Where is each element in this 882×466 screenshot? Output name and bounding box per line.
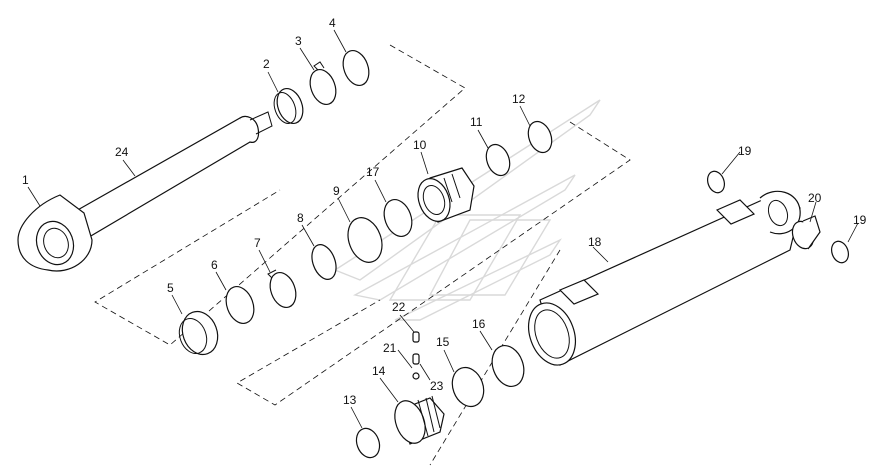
snap-ring [309, 61, 337, 106]
callout-12: 12 [512, 92, 526, 106]
callout-19-upper: 19 [738, 144, 752, 158]
callout-20: 20 [808, 191, 822, 205]
circlip-19-upper [706, 170, 726, 194]
seal-12 [527, 120, 553, 154]
o-ring-piston [355, 427, 381, 459]
backup-ring [311, 244, 337, 280]
piston [394, 395, 445, 445]
watermark-logo [333, 99, 601, 321]
wear-ring [491, 345, 525, 387]
circlip-19-lower [830, 240, 850, 264]
set-screw [412, 331, 420, 343]
o-ring-guide [383, 199, 413, 237]
callout-17: 17 [366, 165, 380, 179]
seal-ring-large [347, 217, 383, 263]
rod-guide-bushing [178, 310, 219, 356]
piston-seal [451, 366, 485, 408]
callout-4: 4 [329, 16, 336, 30]
ball [412, 372, 420, 380]
callout-6: 6 [211, 258, 218, 272]
retaining-ring [267, 269, 297, 309]
callout-11: 11 [470, 115, 483, 129]
callout-22: 22 [392, 300, 406, 314]
callout-3: 3 [295, 34, 302, 48]
callout-labels: 1 24 2 3 4 5 6 7 8 9 17 10 11 12 13 14 1… [22, 16, 867, 407]
cylinder-tube [528, 190, 801, 366]
cylinder-head [417, 167, 475, 223]
callout-15: 15 [436, 335, 450, 349]
leader-lines [27, 29, 859, 429]
spherical-bearing [791, 215, 821, 250]
callout-18: 18 [588, 235, 602, 249]
o-ring-small [342, 49, 370, 87]
callout-7: 7 [254, 236, 261, 250]
callout-23: 23 [430, 379, 444, 393]
seal-11 [485, 143, 511, 177]
callout-2: 2 [263, 57, 270, 71]
callout-14: 14 [372, 364, 386, 378]
wiper-seal [273, 87, 304, 125]
callout-5: 5 [167, 281, 174, 295]
callout-21: 21 [383, 341, 397, 355]
callout-10: 10 [413, 138, 427, 152]
callout-13: 13 [343, 393, 357, 407]
o-ring [225, 286, 255, 324]
set-screw-23 [412, 353, 420, 365]
callout-16: 16 [472, 317, 486, 331]
callout-9: 9 [333, 184, 340, 198]
callout-1: 1 [22, 173, 29, 187]
piston-rod [17, 111, 273, 272]
callout-8: 8 [297, 211, 304, 225]
callout-24: 24 [115, 145, 129, 159]
callout-19-lower: 19 [853, 213, 867, 227]
